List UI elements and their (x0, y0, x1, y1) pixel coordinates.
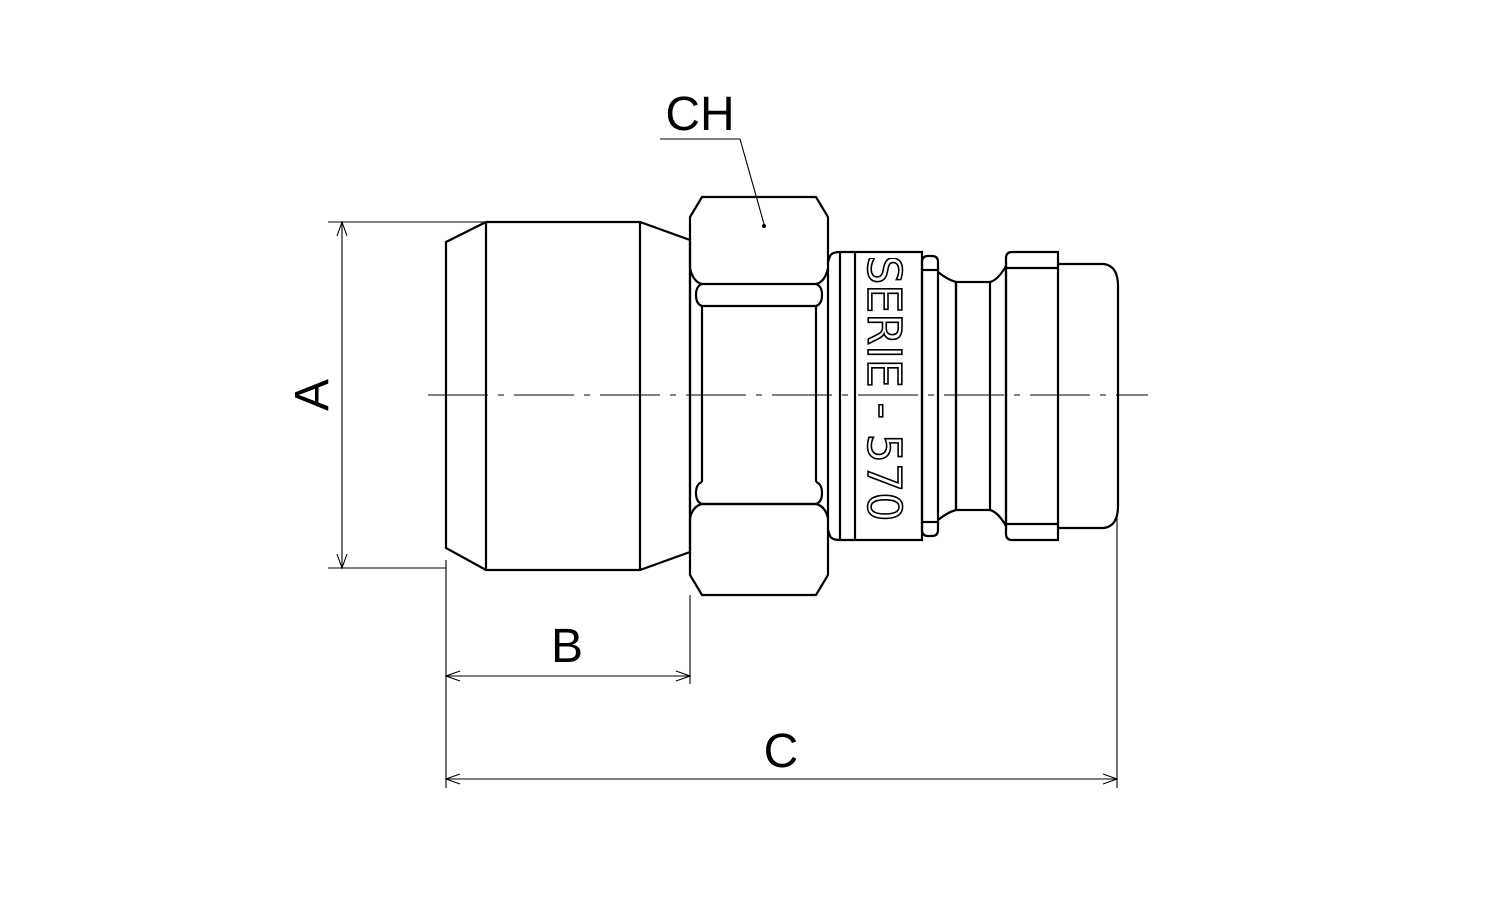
neck-groove (937, 261, 1008, 531)
dimension-a: A (286, 220, 486, 570)
dimension-b-label: B (551, 620, 583, 673)
threaded-body (444, 220, 692, 572)
plug-nose (1004, 250, 1120, 542)
dimension-c-label: C (764, 725, 799, 778)
serie-sleeve: SERIE - 570 (826, 250, 924, 542)
hex-nut (688, 195, 830, 597)
dimension-b: B (444, 560, 692, 788)
dimension-c: C (444, 514, 1119, 788)
serie-engraving-text: SERIE - 570 (857, 255, 911, 522)
retaining-ring (920, 254, 940, 538)
ch-leader: CH (660, 88, 766, 228)
dimension-a-label: A (286, 379, 339, 411)
ch-label: CH (665, 88, 734, 141)
